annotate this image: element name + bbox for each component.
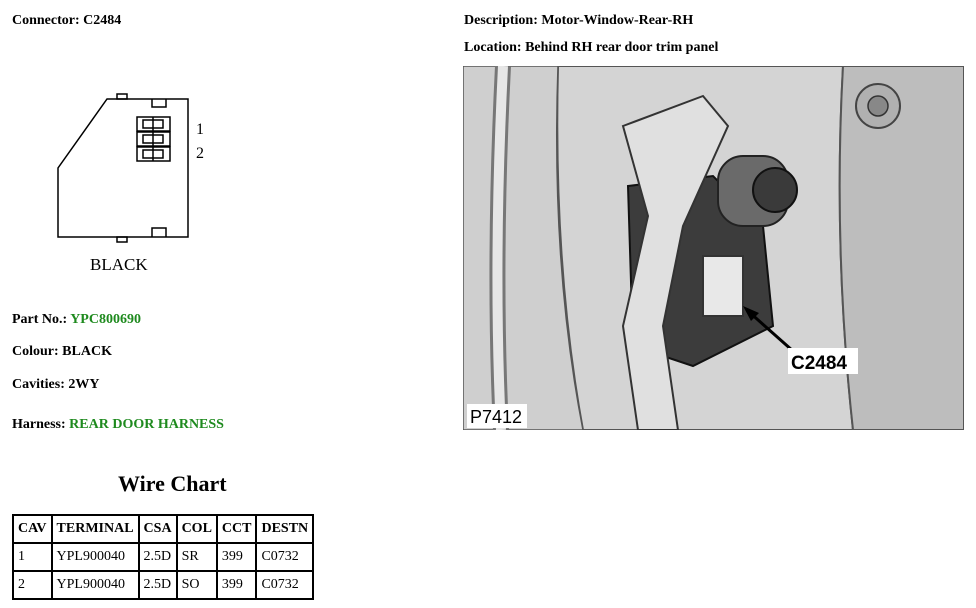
description-label: Description: bbox=[464, 13, 538, 28]
description-value: Motor-Window-Rear-RH bbox=[541, 13, 694, 28]
cell-col: SR bbox=[175, 542, 218, 572]
description-line: Description: Motor-Window-Rear-RH bbox=[464, 13, 693, 29]
connector-label: Connector: bbox=[12, 13, 80, 28]
connector-heading: Connector: C2484 bbox=[12, 13, 121, 29]
table-header-row: CAV TERMINAL CSA COL CCT DESTN bbox=[12, 514, 315, 544]
callout-arrow bbox=[747, 309, 794, 353]
connector-color-caption: BLACK bbox=[90, 255, 148, 274]
cell-col: SO bbox=[175, 570, 218, 600]
cell-cct: 399 bbox=[215, 542, 258, 572]
location-value: Behind RH rear door trim panel bbox=[525, 40, 719, 55]
wire-chart-title: Wire Chart bbox=[118, 471, 227, 496]
wire-chart-table: CAV TERMINAL CSA COL CCT DESTN 1 YPL9000… bbox=[12, 514, 315, 600]
cell-cav: 1 bbox=[12, 542, 53, 572]
cavities-value: 2WY bbox=[68, 377, 100, 392]
bottom-latch bbox=[116, 236, 128, 243]
colour-value: BLACK bbox=[62, 344, 112, 359]
location-line: Location: Behind RH rear door trim panel bbox=[464, 40, 718, 56]
harness-label: Harness: bbox=[12, 417, 66, 432]
cell-cct: 399 bbox=[215, 570, 258, 600]
part-number-line: Part No.: YPC800690 bbox=[12, 312, 141, 328]
top-latch bbox=[116, 93, 128, 100]
header-terminal: TERMINAL bbox=[50, 514, 140, 544]
connector-diagram: 1 2 BLACK bbox=[57, 93, 204, 274]
callout-label: C2484 bbox=[791, 353, 847, 374]
header-cct: CCT bbox=[215, 514, 258, 544]
cell-terminal: YPL900040 bbox=[50, 542, 140, 572]
header-destn: DESTN bbox=[255, 514, 315, 544]
pin-label-1: 1 bbox=[196, 121, 204, 138]
harness-link[interactable]: REAR DOOR HARNESS bbox=[69, 417, 224, 432]
cavities-line: Cavities: 2WY bbox=[12, 377, 100, 393]
part-number-link[interactable]: YPC800690 bbox=[70, 312, 141, 327]
cell-cav: 2 bbox=[12, 570, 53, 600]
pin-label-2: 2 bbox=[196, 145, 204, 162]
cell-destn: C0732 bbox=[255, 570, 315, 600]
photo-illustration: C2484 P7412 bbox=[463, 66, 964, 430]
connector-value: C2484 bbox=[83, 13, 122, 28]
cavities-label: Cavities: bbox=[12, 377, 65, 392]
connector-location-photo: C2484 P7412 bbox=[463, 66, 964, 430]
cell-destn: C0732 bbox=[255, 542, 315, 572]
cell-csa: 2.5D bbox=[137, 542, 178, 572]
header-col: COL bbox=[175, 514, 218, 544]
colour-label: Colour: bbox=[12, 344, 59, 359]
header-csa: CSA bbox=[137, 514, 178, 544]
colour-line: Colour: BLACK bbox=[12, 344, 112, 360]
cell-terminal: YPL900040 bbox=[50, 570, 140, 600]
photo-reference: P7412 bbox=[470, 407, 522, 427]
table-row: 2 YPL900040 2.5D SO 399 C0732 bbox=[12, 570, 315, 600]
connector-outline bbox=[57, 98, 189, 238]
harness-line: Harness: REAR DOOR HARNESS bbox=[12, 417, 224, 433]
table-row: 1 YPL900040 2.5D SR 399 C0732 bbox=[12, 542, 315, 572]
header-cav: CAV bbox=[12, 514, 53, 544]
cell-csa: 2.5D bbox=[137, 570, 178, 600]
location-label: Location: bbox=[464, 40, 522, 55]
connector-c2484-shape bbox=[702, 255, 744, 317]
part-number-label: Part No.: bbox=[12, 312, 68, 327]
